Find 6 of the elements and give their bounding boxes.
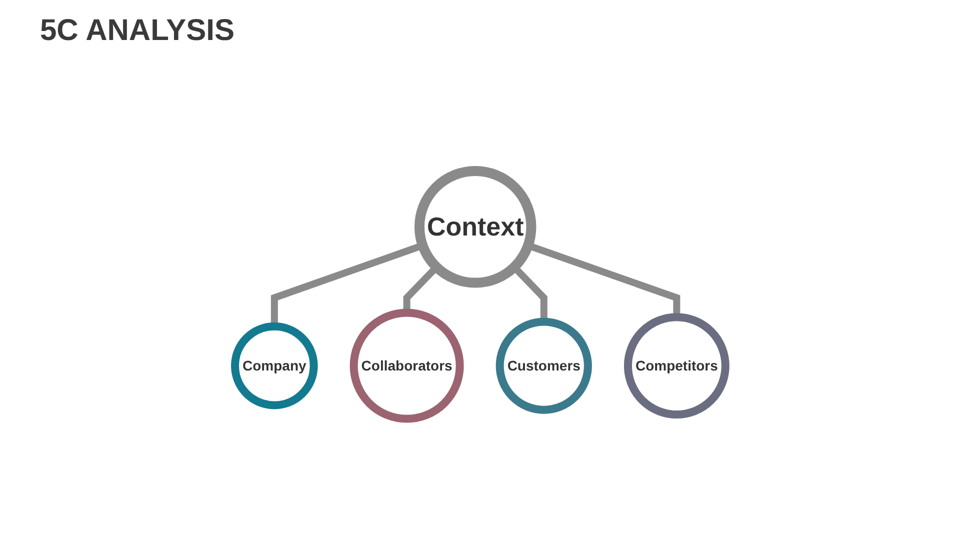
title: 5C ANALYSIS bbox=[40, 14, 235, 48]
node-circle: Customers bbox=[496, 318, 592, 414]
node-circle: Competitors bbox=[624, 313, 730, 419]
node-circle: Company bbox=[230, 322, 318, 410]
node-circle: Collaborators bbox=[350, 308, 464, 423]
node-circle: Context bbox=[414, 166, 536, 288]
